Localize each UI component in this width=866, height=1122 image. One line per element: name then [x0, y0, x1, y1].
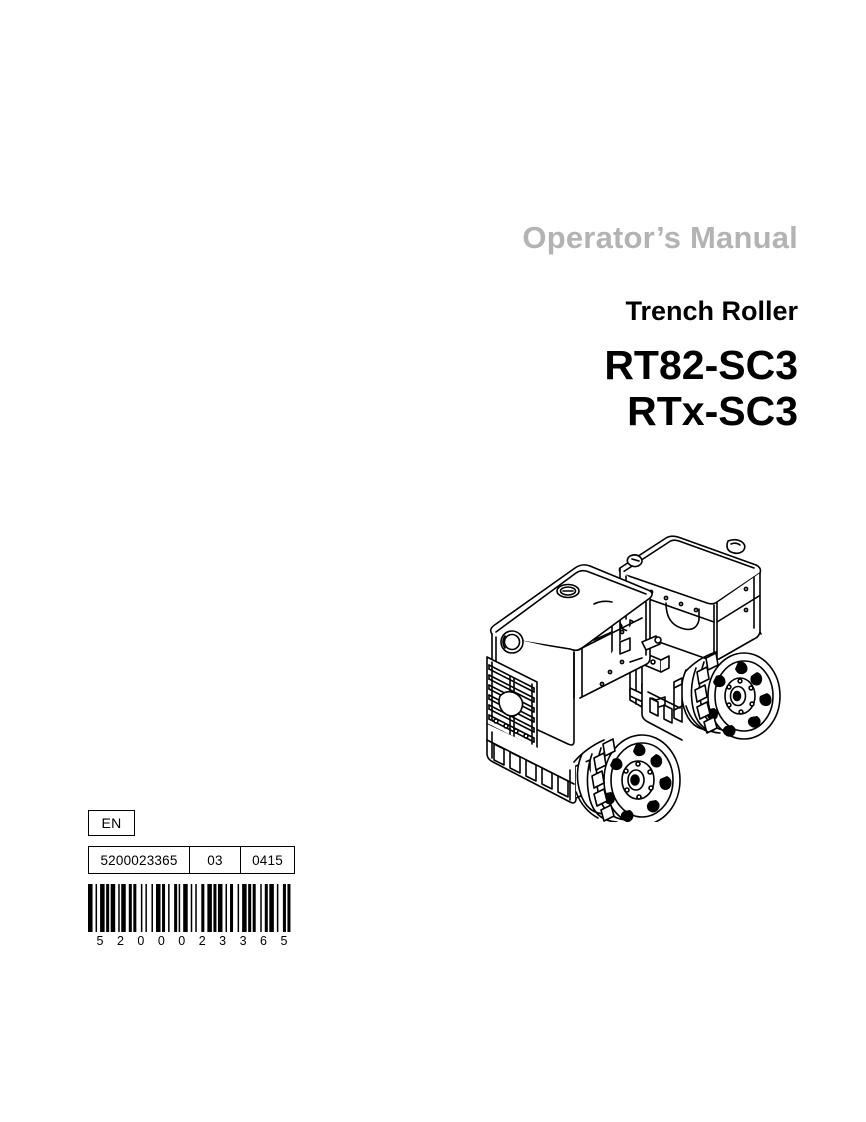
barcode-digit: 3	[219, 934, 227, 948]
manual-kicker: Operator’s Manual	[522, 220, 798, 255]
date-code-cell: 0415	[252, 852, 283, 868]
barcode-digit: 0	[157, 934, 165, 948]
barcode-digit: 2	[116, 934, 124, 948]
barcode-bars	[88, 884, 291, 932]
front-padfoot-drum	[573, 734, 681, 822]
part-number-cell: 5200023365	[89, 847, 190, 873]
trench-roller-illustration	[470, 492, 810, 822]
rear-drum-pads	[694, 652, 719, 734]
barcode-digit: 6	[260, 934, 267, 948]
barcode-digit: 5	[280, 934, 288, 948]
front-drum-pads	[591, 738, 616, 822]
rear-lower-frame	[641, 683, 683, 741]
rear-scraper-blocks	[649, 697, 673, 724]
articulation-joint	[619, 635, 662, 663]
barcode-digit: 2	[198, 934, 206, 948]
barcode-digit: 5	[96, 934, 104, 948]
rear-padfoot-drum	[673, 651, 781, 740]
document-id-table: 5200023365 03 0415	[88, 846, 295, 874]
barcode-digit: 0	[178, 934, 186, 948]
language-code-box: EN	[88, 810, 135, 836]
revision-cell: 03	[190, 847, 241, 873]
front-scraper-blocks	[493, 743, 569, 798]
front-hood	[486, 564, 653, 751]
model-primary: RT82-SC3	[604, 341, 798, 388]
language-code: EN	[101, 815, 122, 831]
front-grille	[486, 656, 538, 750]
barcode-digit: 0	[137, 934, 145, 948]
barcode-digit: 3	[239, 934, 247, 948]
model-secondary: RTx-SC3	[627, 387, 798, 434]
title-block: Operator’s Manual Trench Roller RT82-SC3…	[198, 220, 798, 435]
product-type: Trench Roller	[625, 295, 798, 326]
